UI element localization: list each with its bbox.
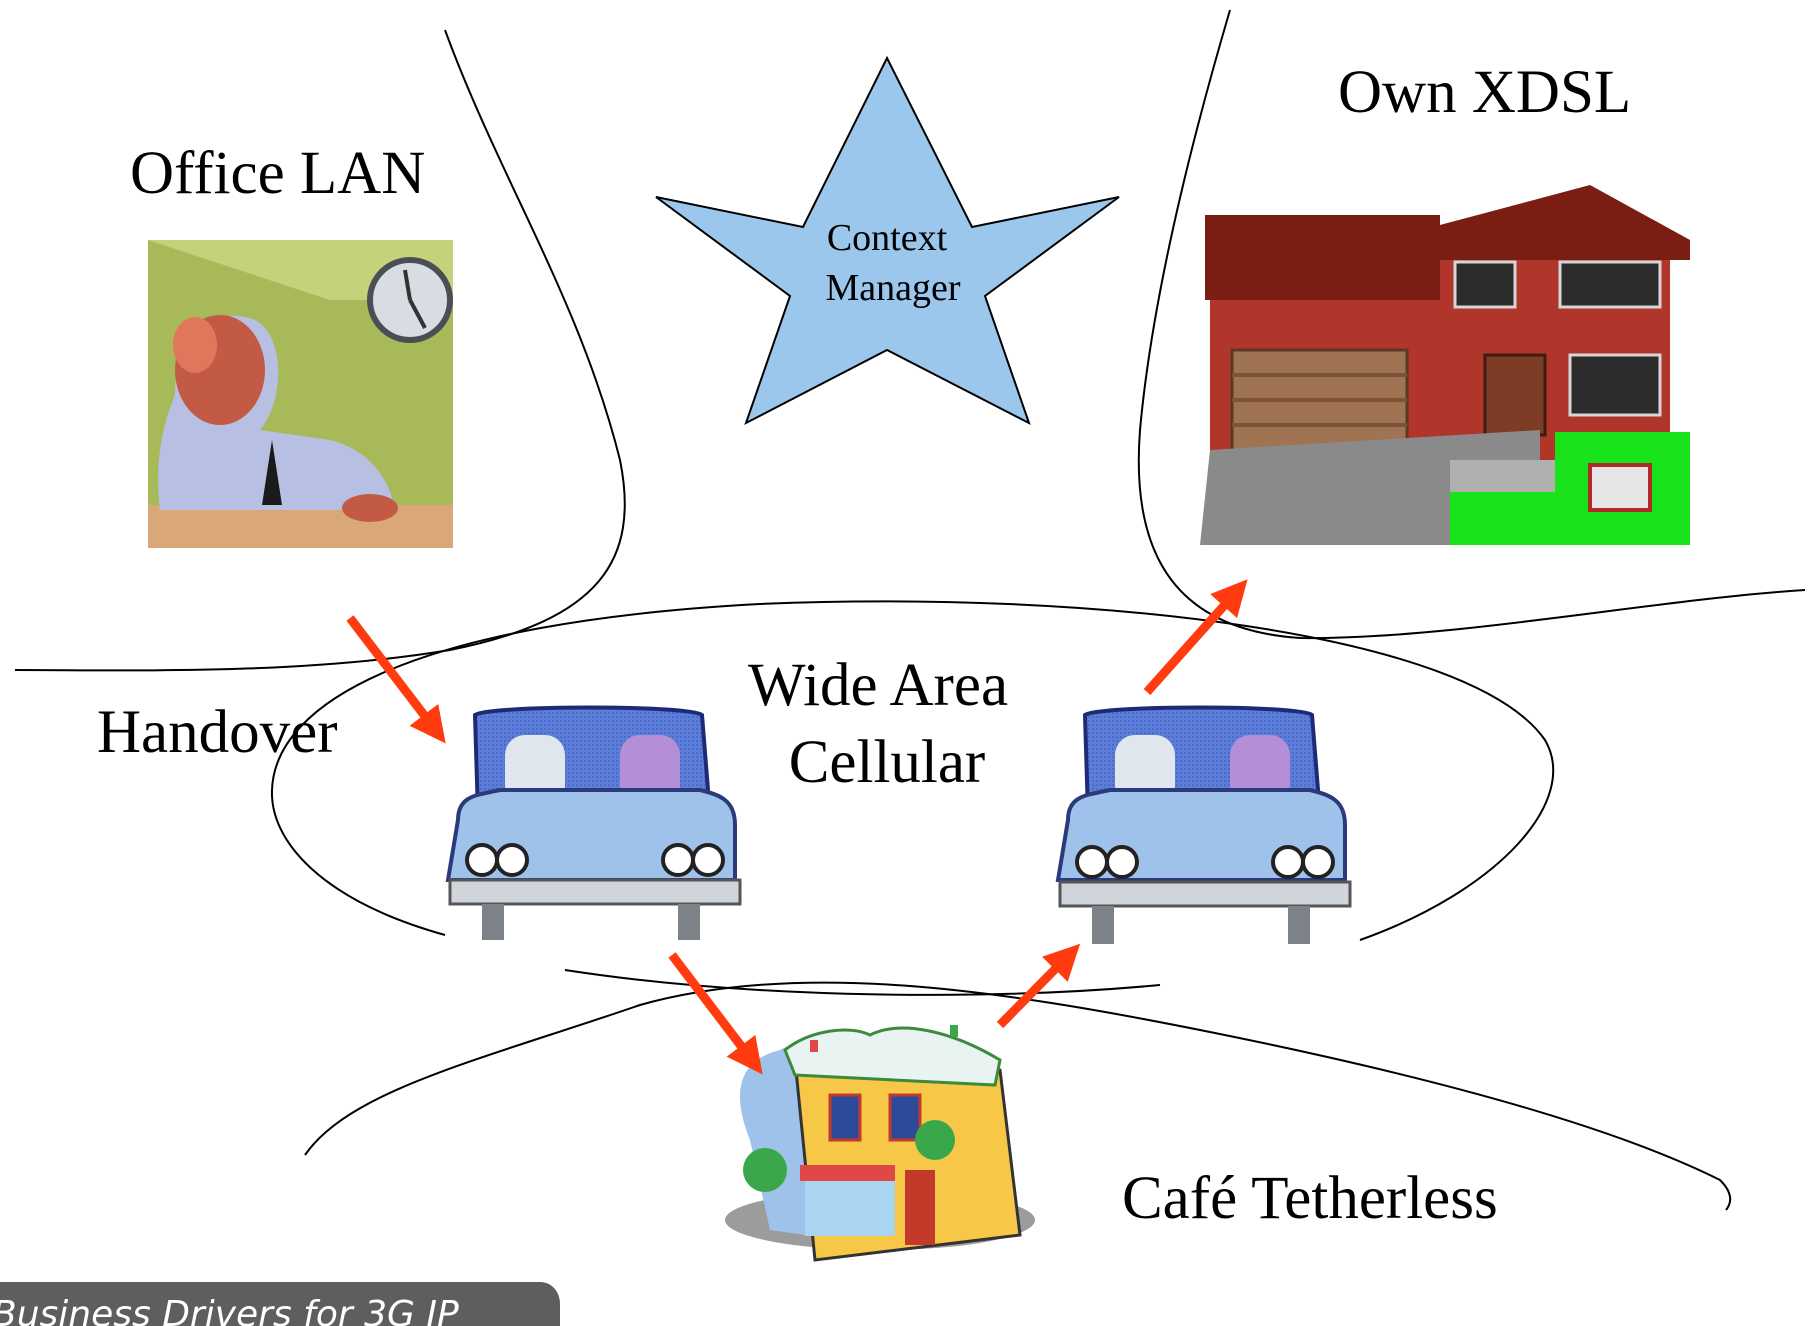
cafe-tetherless-label: Café Tetherless [1122,1165,1498,1232]
arrow-car-to-cafe [668,952,763,1075]
context-manager: Context Manager [655,55,1120,426]
office-lan-label: Office LAN [130,140,425,207]
cellular-ellipse-bottom [564,969,1161,996]
wide-area-label: Wide Area [748,652,1008,719]
office-boundary-curve [14,29,626,672]
arrow-office-to-car [346,615,446,744]
own-xdsl-label: Own XDSL [1338,59,1631,126]
arrow-cafe-to-car [996,943,1081,1029]
context-manager-label-line2: Manager [825,267,960,309]
footer-tab: Business Drivers for 3G IP [0,1282,560,1326]
cafe-boundary-curve [304,981,1732,1211]
context-manager-star [655,55,1120,426]
cellular-ellipse [270,600,1555,941]
office-worker-image [148,240,453,548]
home-boundary-curve [1137,9,1806,640]
handover-arrows [346,579,1248,1075]
arrow-car-to-home [1143,579,1248,695]
car-image-left [445,705,742,940]
region-boundaries [14,9,1806,1211]
context-manager-label-line1: Context [827,217,948,259]
footer-title: Business Drivers for 3G IP [0,1294,459,1326]
cafe-image [725,1025,1035,1262]
cellular-label: Cellular [789,729,986,796]
car-image-right [1055,705,1352,944]
handover-label: Handover [97,699,338,766]
house-image [1200,185,1690,545]
